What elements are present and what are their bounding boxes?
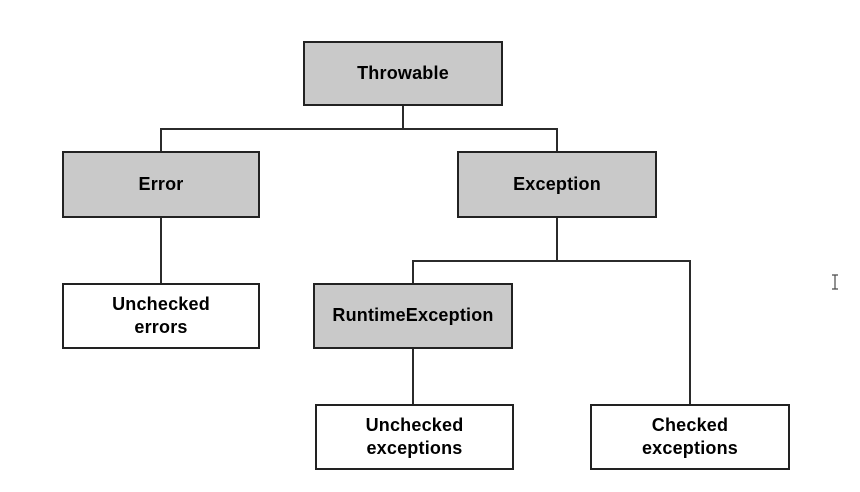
node-exception: Exception: [457, 151, 657, 218]
connector-drop-error: [160, 128, 162, 151]
connector-drop-runtime-exception: [412, 260, 414, 283]
node-runtime-exception: RuntimeException: [313, 283, 513, 349]
connector-throwable-stem: [402, 106, 404, 129]
connector-exception-stem: [556, 218, 558, 262]
connector-runtime-to-unchecked-exceptions: [412, 349, 414, 404]
connector-trunk-throwable-children: [160, 128, 558, 130]
connector-trunk-exception-children: [412, 260, 691, 262]
node-unchecked-errors: Unchecked errors: [62, 283, 260, 349]
text-ibeam-cursor-icon: [832, 274, 838, 290]
node-error: Error: [62, 151, 260, 218]
node-checked-exceptions: Checked exceptions: [590, 404, 790, 470]
connector-drop-checked-exceptions: [689, 260, 691, 404]
node-unchecked-exceptions: Unchecked exceptions: [315, 404, 514, 470]
connector-drop-exception: [556, 128, 558, 151]
connector-error-to-unchecked-errors: [160, 218, 162, 283]
node-throwable: Throwable: [303, 41, 503, 106]
